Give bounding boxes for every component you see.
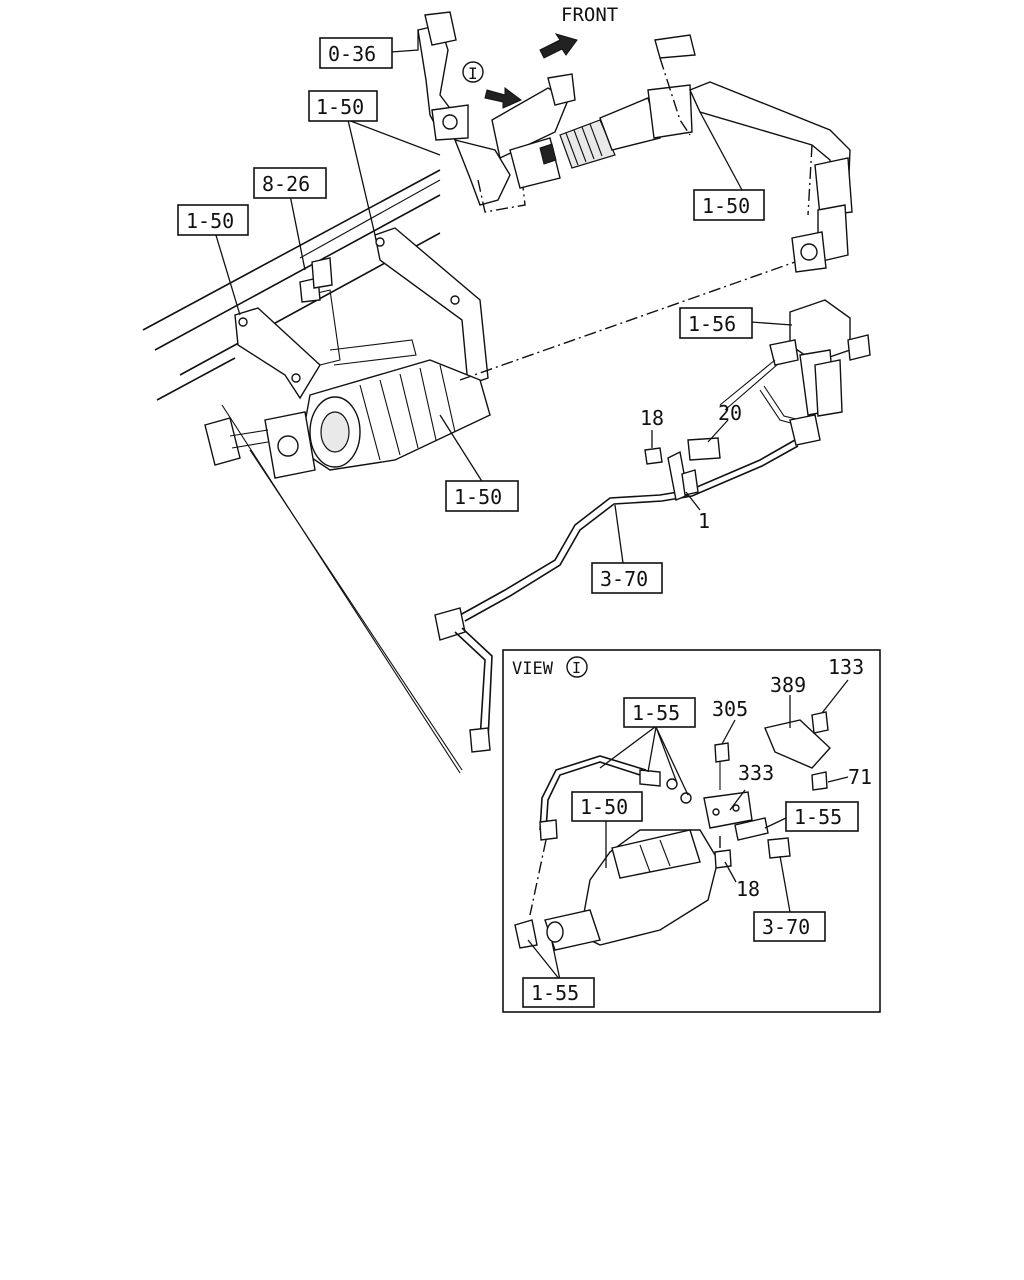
view-inset-title: VIEW: [512, 659, 554, 679]
chassis-frame: [142, 169, 441, 401]
view-inset-marker-circle: [566, 656, 588, 678]
inset-part-333: 333: [738, 761, 774, 785]
inset-ref-1-55-bottom: 1-55: [522, 977, 595, 1008]
inset-ref-3-70: 3-70: [753, 911, 826, 942]
pressure-valve-unit: [719, 299, 871, 446]
ref-1-56-label: 1-56: [688, 312, 736, 336]
inset-part-18: 18: [736, 877, 760, 901]
front-arrow-icon: [539, 33, 578, 59]
ref-8-26-label: 8-26: [262, 172, 310, 196]
ref-1-50-left-label: 1-50: [186, 209, 234, 233]
inset-ref-1-55-top-label: 1-55: [632, 701, 680, 725]
inset-ref-1-55-right-label: 1-55: [794, 805, 842, 829]
inset-part-133: 133: [828, 655, 864, 679]
ref-0-36-label: 0-36: [328, 42, 376, 66]
sensor-pipe: [434, 439, 799, 753]
inset-ref-1-55-bottom-label: 1-55: [531, 981, 579, 1005]
ref-1-50-bottom: 1-50: [445, 480, 519, 512]
part-number-1: 1: [698, 509, 710, 533]
view-marker-circle: [462, 61, 484, 83]
inset-ref-3-70-label: 3-70: [762, 915, 810, 939]
dpf-converter: [204, 257, 491, 479]
inset-part-389: 389: [770, 673, 806, 697]
ref-0-36: 0-36: [319, 37, 393, 69]
front-label: FRONT: [561, 4, 618, 26]
ref-1-50-bottom-label: 1-50: [454, 485, 502, 509]
ref-1-50-left: 1-50: [177, 204, 249, 236]
inset-ref-1-50: 1-50: [571, 791, 643, 822]
inset-part-71: 71: [848, 765, 872, 789]
view-arrow-icon: [484, 87, 522, 109]
ref-1-56: 1-56: [679, 307, 753, 339]
ref-1-50-right-label: 1-50: [702, 194, 750, 218]
ref-3-70: 3-70: [591, 562, 663, 594]
ref-1-50-top: 1-50: [308, 90, 378, 122]
leader-lines: [214, 30, 796, 774]
ref-3-70-label: 3-70: [600, 567, 648, 591]
tail-pipe: [654, 34, 853, 273]
view-marker-main: I: [468, 64, 478, 83]
inset-part-305: 305: [712, 697, 748, 721]
flex-pipe-assembly: [491, 73, 693, 189]
inset-ref-1-55-right: 1-55: [785, 801, 859, 832]
hanger-brackets: [234, 227, 489, 400]
ref-8-26: 8-26: [253, 167, 327, 199]
inset-ref-1-50-label: 1-50: [580, 795, 628, 819]
ref-1-50-top-label: 1-50: [316, 95, 364, 119]
part-number-20: 20: [718, 401, 742, 425]
front-exhaust-pipe: [417, 11, 526, 213]
view-inset-marker: I: [572, 659, 581, 677]
part-number-18: 18: [640, 406, 664, 430]
ref-1-50-right: 1-50: [693, 189, 765, 221]
pipe-clamp-parts: [644, 437, 721, 501]
inset-ref-1-55-top: 1-55: [623, 697, 696, 728]
